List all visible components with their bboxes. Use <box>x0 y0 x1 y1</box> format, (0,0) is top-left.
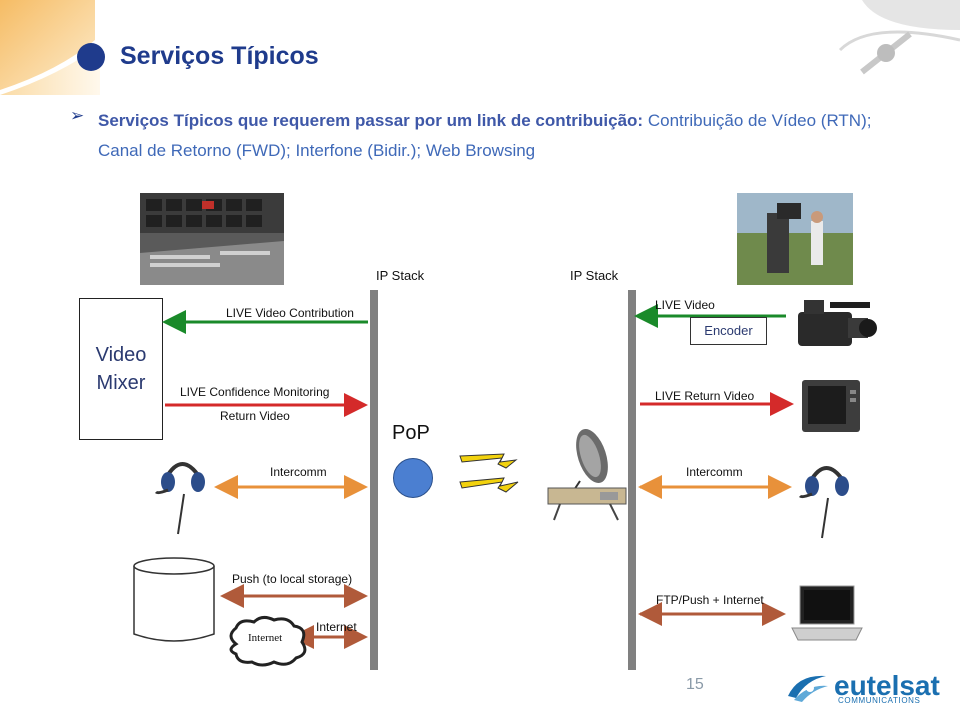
video-mixer-line2: Mixer <box>96 372 146 394</box>
ip-stack-left-label: IP Stack <box>376 268 425 283</box>
eutelsat-logo-icon <box>788 675 828 702</box>
live-video-contribution-label: LIVE Video Contribution <box>226 306 354 320</box>
pop-circle-icon <box>393 458 433 498</box>
headset-right-icon <box>798 466 849 539</box>
live-video-label: LIVE Video <box>655 298 715 312</box>
satellite-icon <box>860 31 912 75</box>
intercomm-right-label: Intercomm <box>686 465 743 479</box>
internet-cloud-label: Internet <box>248 632 283 644</box>
intercomm-left-label: Intercomm <box>270 465 327 479</box>
internet-cloud-icon <box>229 615 307 667</box>
tv-monitor-icon <box>802 380 860 432</box>
page-title: Serviços Típicos <box>120 42 319 70</box>
ip-stack-left-bar <box>370 290 378 670</box>
live-return-video-label: LIVE Return Video <box>655 389 755 403</box>
pop-label: PoP <box>392 422 430 444</box>
storage-database-icon <box>133 557 215 642</box>
satellite-dish-terminal-icon <box>547 429 627 521</box>
headset-left-icon <box>154 462 205 535</box>
return-video-label: Return Video <box>220 409 290 423</box>
video-mixer-line1: Video <box>95 344 147 366</box>
ip-stack-right-label: IP Stack <box>570 268 619 283</box>
internet-arrow-label: Internet <box>316 620 357 634</box>
checkmark-bullet-icon: ➢ <box>70 106 85 125</box>
brand-subtitle: COMMUNICATIONS <box>838 696 921 705</box>
title-bullet-dot <box>77 43 105 71</box>
bullet-bold-text: Serviços Típicos que requerem passar por… <box>98 111 644 130</box>
control-room-photo <box>140 193 284 285</box>
push-local-storage-label: Push (to local storage) <box>232 572 353 586</box>
laptop-icon <box>791 585 863 641</box>
bullet-text: Serviços Típicos que requerem passar por… <box>98 106 918 166</box>
satellite-link-lightning-icon <box>459 453 519 493</box>
live-confidence-monitoring-label: LIVE Confidence Monitoring <box>180 385 330 399</box>
encoder-box: Encoder <box>690 317 767 345</box>
brand-name: eutelsat <box>834 670 940 701</box>
camera-crew-photo <box>737 193 853 285</box>
page-number: 15 <box>686 676 704 693</box>
ip-stack-right-bar <box>628 290 636 670</box>
ftp-push-internet-label: FTP/Push + Internet <box>656 593 764 607</box>
bullet-rest-text: Contribuição de Vídeo (RTN); Canal de Re… <box>98 111 872 160</box>
video-camera-icon <box>798 300 877 346</box>
video-mixer-box: Video Mixer <box>79 298 163 440</box>
